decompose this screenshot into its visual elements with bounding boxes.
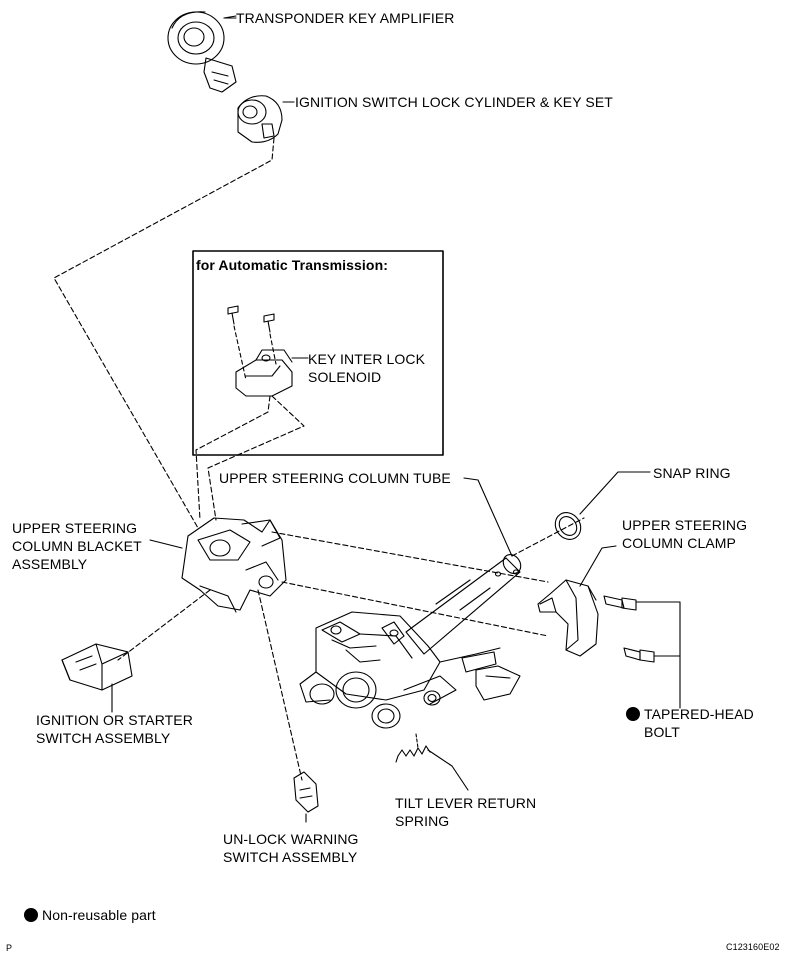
key-interlock-label-line-1: KEY INTER LOCK [308, 351, 426, 367]
lock-cylinder-part [237, 95, 295, 143]
key-interlock-label-line-2: SOLENOID [308, 369, 382, 385]
lock-cylinder-label: IGNITION SWITCH LOCK CYLINDER & KEY SET [295, 94, 613, 110]
key-interlock-solenoid-part [195, 349, 309, 521]
legend: Non-reusable part [24, 906, 156, 924]
upper-steering-column-clamp-part [537, 545, 617, 657]
transponder-key-amplifier-part [167, 11, 237, 93]
tapered-head-bolts-part [603, 595, 681, 709]
ignition-switch-label: IGNITION OR STARTER SWITCH ASSEMBLY [36, 711, 193, 747]
non-reusable-dot-icon [626, 707, 640, 721]
upper-tube-label: UPPER STEERING COLUMN TUBE [219, 470, 451, 486]
transponder-label: TRANSPONDER KEY AMPLIFIER [236, 10, 455, 26]
upper-steering-column-tube-part [405, 477, 585, 655]
ignition-switch-label-line-1: IGNITION OR STARTER [36, 712, 193, 728]
automatic-transmission-box [192, 250, 444, 456]
ignition-starter-switch-part [61, 643, 133, 713]
key-interlock-label: KEY INTER LOCK SOLENOID [308, 350, 425, 386]
legend-dot-icon [24, 908, 38, 922]
clamp-label-line-2: COLUMN CLAMP [622, 535, 736, 551]
interlock-screws [227, 305, 277, 381]
column-housing-part [299, 611, 521, 729]
legend-text: Non-reusable part [42, 907, 156, 923]
snap-ring-label: SNAP RING [653, 465, 731, 481]
tilt-lever-spring-part [395, 733, 469, 791]
upper-steering-column-bracket-part [149, 517, 287, 613]
clamp-label-line-1: UPPER STEERING [622, 517, 748, 533]
ignition-switch-label-line-2: SWITCH ASSEMBLY [36, 730, 171, 746]
column-clamp-label: UPPER STEERING COLUMN CLAMP [622, 516, 747, 552]
bracket-assembly-label: UPPER STEERING COLUMN BLACKET ASSEMBLY [12, 519, 142, 573]
bolt-label-line-2: BOLT [644, 724, 680, 740]
unlock-switch-label: UN-LOCK WARNING SWITCH ASSEMBLY [223, 830, 359, 866]
tapered-head-bolt-label: TAPERED-HEAD BOLT [626, 705, 754, 741]
unlock-switch-label-line-1: UN-LOCK WARNING [223, 831, 359, 847]
bracket-label-line-1: UPPER STEERING [12, 520, 138, 536]
figure-id: C123160E02 [726, 942, 780, 952]
bracket-label-line-3: ASSEMBLY [12, 556, 88, 572]
corner-left-code: P [6, 943, 13, 953]
bracket-label-line-2: COLUMN BLACKET [12, 538, 142, 554]
snap-ring-part [554, 471, 651, 540]
unlock-switch-label-line-2: SWITCH ASSEMBLY [223, 849, 358, 865]
tilt-spring-label-line-2: SPRING [395, 813, 450, 829]
bolt-label-line-1: TAPERED-HEAD [626, 705, 754, 723]
tilt-spring-label-line-1: TILT LEVER RETURN [395, 795, 537, 811]
unlock-warning-switch-part [293, 771, 319, 823]
tilt-spring-label: TILT LEVER RETURN SPRING [395, 794, 536, 830]
automatic-transmission-title: for Automatic Transmission: [196, 257, 388, 273]
